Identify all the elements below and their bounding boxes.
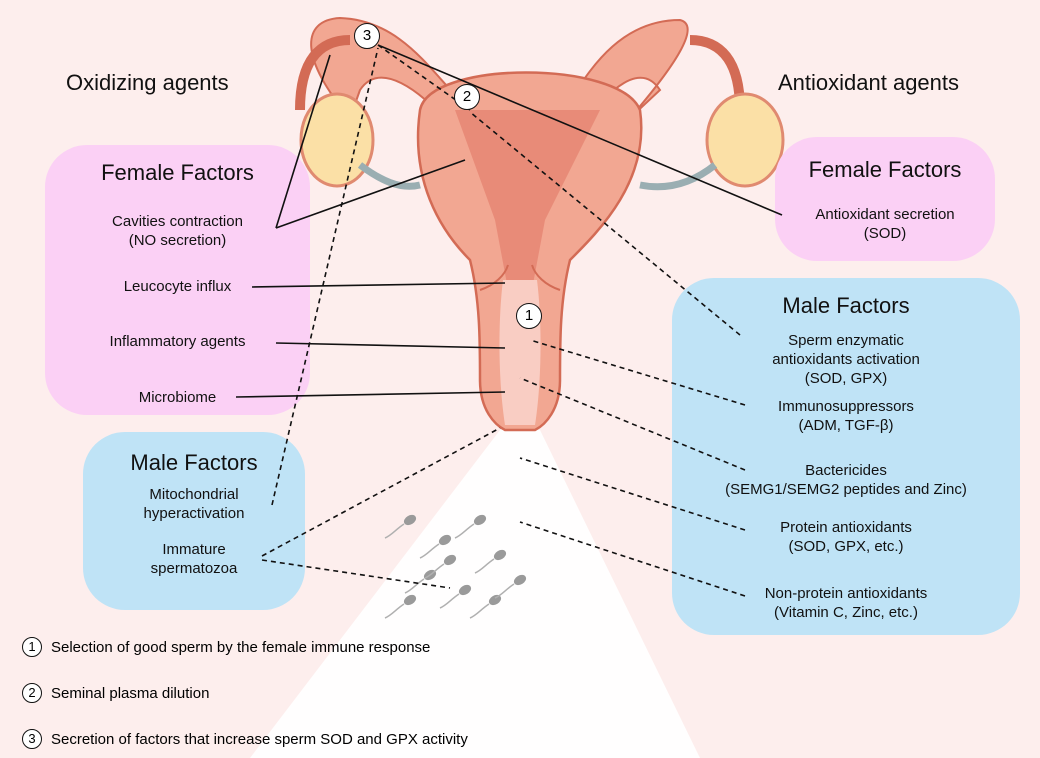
connector-antioxidant-secretion [378, 45, 782, 215]
immunosuppressors-label: Immunosuppressors [672, 397, 1020, 416]
marker-1: 1 [516, 303, 542, 329]
legend-number-2: 2 [22, 683, 42, 703]
spermatozoa-label: spermatozoa [83, 559, 305, 578]
sperm-enzymatic-label: Sperm enzymatic [672, 331, 1020, 350]
inflammatory-agents-label: Inflammatory agents [45, 332, 310, 351]
legend-number-1: 1 [22, 637, 42, 657]
legend-text-3: Secretion of factors that increase sperm… [51, 731, 468, 748]
legend-item-2: 2 Seminal plasma dilution [22, 683, 209, 703]
bactericides-label: Bactericides [672, 461, 1020, 480]
connector-inflammatory [276, 343, 505, 348]
heading-oxidizing-agents: Oxidizing agents [66, 70, 229, 96]
adm-tgf-label: (ADM, TGF-β) [672, 416, 1020, 435]
legend-item-1: 1 Selection of good sperm by the female … [22, 637, 430, 657]
legend-item-3: 3 Secretion of factors that increase spe… [22, 729, 468, 749]
female-factors-left-title: Female Factors [45, 160, 310, 186]
cavities-contraction-label: Cavities contraction [45, 212, 310, 231]
no-secretion-label: (NO secretion) [45, 231, 310, 250]
antioxidants-activation-label: antioxidants activation [672, 350, 1020, 369]
semg-zinc-label: (SEMG1/SEMG2 peptides and Zinc) [672, 480, 1020, 499]
non-protein-antioxidants-label: Non-protein antioxidants [672, 584, 1020, 603]
legend-text-1: Selection of good sperm by the female im… [51, 639, 430, 656]
immature-label: Immature [83, 540, 305, 559]
vitamin-c-zinc-label: (Vitamin C, Zinc, etc.) [672, 603, 1020, 622]
hyperactivation-label: hyperactivation [83, 504, 305, 523]
mitochondrial-label: Mitochondrial [83, 485, 305, 504]
female-factors-right-title: Female Factors [775, 157, 995, 183]
protein-antioxidants-label: Protein antioxidants [672, 518, 1020, 537]
male-factors-right-title: Male Factors [672, 293, 1020, 319]
sod-gpx-etc-label: (SOD, GPX, etc.) [672, 537, 1020, 556]
connector-cavities-ovary [276, 55, 330, 228]
marker-2: 2 [454, 84, 480, 110]
legend-number-3: 3 [22, 729, 42, 749]
microbiome-label: Microbiome [45, 388, 310, 407]
legend-text-2: Seminal plasma dilution [51, 685, 209, 702]
male-factors-left-title: Male Factors [83, 450, 305, 476]
leucocyte-influx-label: Leucocyte influx [45, 277, 310, 296]
sod-label: (SOD) [775, 224, 995, 243]
marker-3: 3 [354, 23, 380, 49]
antioxidant-secretion-label: Antioxidant secretion [775, 205, 995, 224]
heading-antioxidant-agents: Antioxidant agents [778, 70, 959, 96]
sod-gpx-label: (SOD, GPX) [672, 369, 1020, 388]
